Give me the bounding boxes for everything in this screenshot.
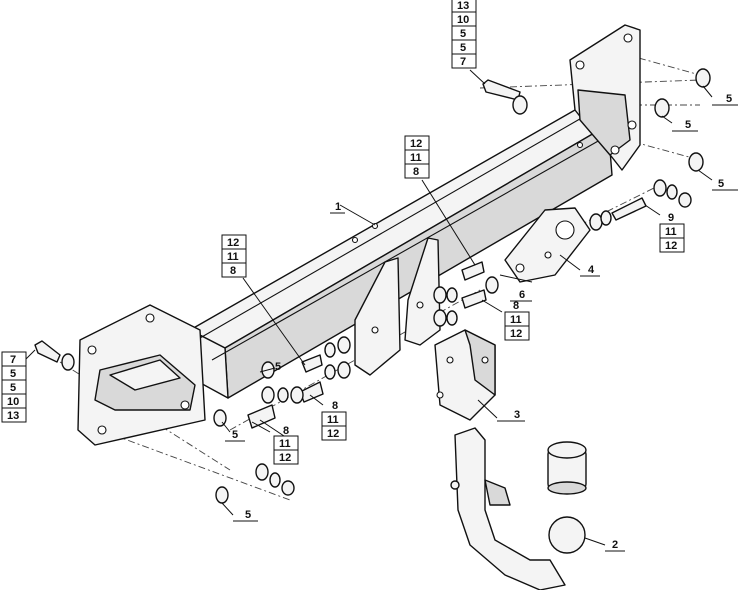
stack-right-8: 8 11 12 [504, 300, 530, 341]
stack-mid-left-item: 11 [227, 251, 239, 263]
stack-top-item: 13 [457, 0, 469, 12]
callout-1: 1 [335, 201, 341, 213]
callout-2: 2 [612, 539, 618, 551]
leader-lines [24, 69, 713, 546]
stack-lower-8: 11 11 12 [273, 435, 299, 465]
callout-4: 4 [588, 264, 595, 276]
washers-nuts [61, 68, 711, 504]
callout-8-left: 8 [283, 425, 289, 437]
callout-3: 3 [514, 409, 520, 421]
callout-5-top-right: 5 [726, 93, 732, 105]
swivel-mount [504, 207, 591, 283]
stack-lower-8-item: 11 [279, 438, 291, 450]
stack-right-9: 9 11 12 [659, 212, 685, 253]
callout-5-right: 5 [718, 178, 724, 190]
stack-left-item: 5 [10, 368, 16, 380]
stack-top-item: 5 [460, 28, 466, 40]
center-brackets [354, 237, 441, 376]
left-mounting-plate [77, 304, 206, 446]
stack-mid-upper: 12 11 8 [404, 135, 430, 179]
callout-labels: 1 2 3 4 5 5 5 5 5 5 6 8 8 [225, 93, 738, 552]
tow-ball-neck [450, 427, 587, 590]
callout-8-mid: 8 [332, 400, 338, 412]
callout-5-upper-right: 5 [685, 119, 691, 131]
stack-left-item: 13 [7, 410, 19, 422]
stack-right-8-item: 11 [510, 314, 522, 326]
stack-center-8-item: 11 [327, 414, 339, 426]
callout-5-left: 5 [232, 429, 238, 441]
stack-right-8-item: 8 [513, 300, 519, 312]
stack-top: 13 10 5 5 7 [451, 0, 477, 69]
stack-left-item: 7 [10, 354, 16, 366]
stack-mid-upper-item: 8 [413, 166, 419, 178]
stack-right-9-item: 12 [665, 240, 677, 252]
stack-left-item: 10 [7, 396, 19, 408]
stack-top-item: 7 [460, 56, 466, 68]
stack-mid-left-item: 8 [230, 265, 236, 277]
stack-right-8-item: 12 [510, 328, 522, 340]
stack-mid-left: 12 11 8 [221, 234, 247, 278]
callout-5-bottom: 5 [245, 509, 251, 521]
stack-mid-left-item: 12 [227, 237, 239, 249]
right-mounting-plate [569, 24, 641, 171]
stack-top-item: 10 [457, 14, 469, 26]
stack-right-9-item: 9 [668, 212, 674, 224]
cross-beam [189, 109, 613, 399]
stack-center-8: 11 12 [321, 411, 347, 441]
socket-bracket [434, 329, 496, 421]
stack-mid-upper-item: 12 [410, 138, 422, 150]
stack-right-9-item: 11 [665, 226, 677, 238]
stack-top-item: 5 [460, 42, 466, 54]
callout-6: 6 [519, 289, 525, 301]
stack-left: 7 5 5 10 13 [1, 351, 27, 423]
stack-mid-upper-item: 11 [410, 152, 422, 164]
stack-lower-8-item: 12 [279, 452, 291, 464]
callout-5-mid-left: 5 [275, 361, 281, 373]
stack-left-item: 5 [10, 382, 16, 394]
stack-center-8-item: 12 [327, 428, 339, 440]
